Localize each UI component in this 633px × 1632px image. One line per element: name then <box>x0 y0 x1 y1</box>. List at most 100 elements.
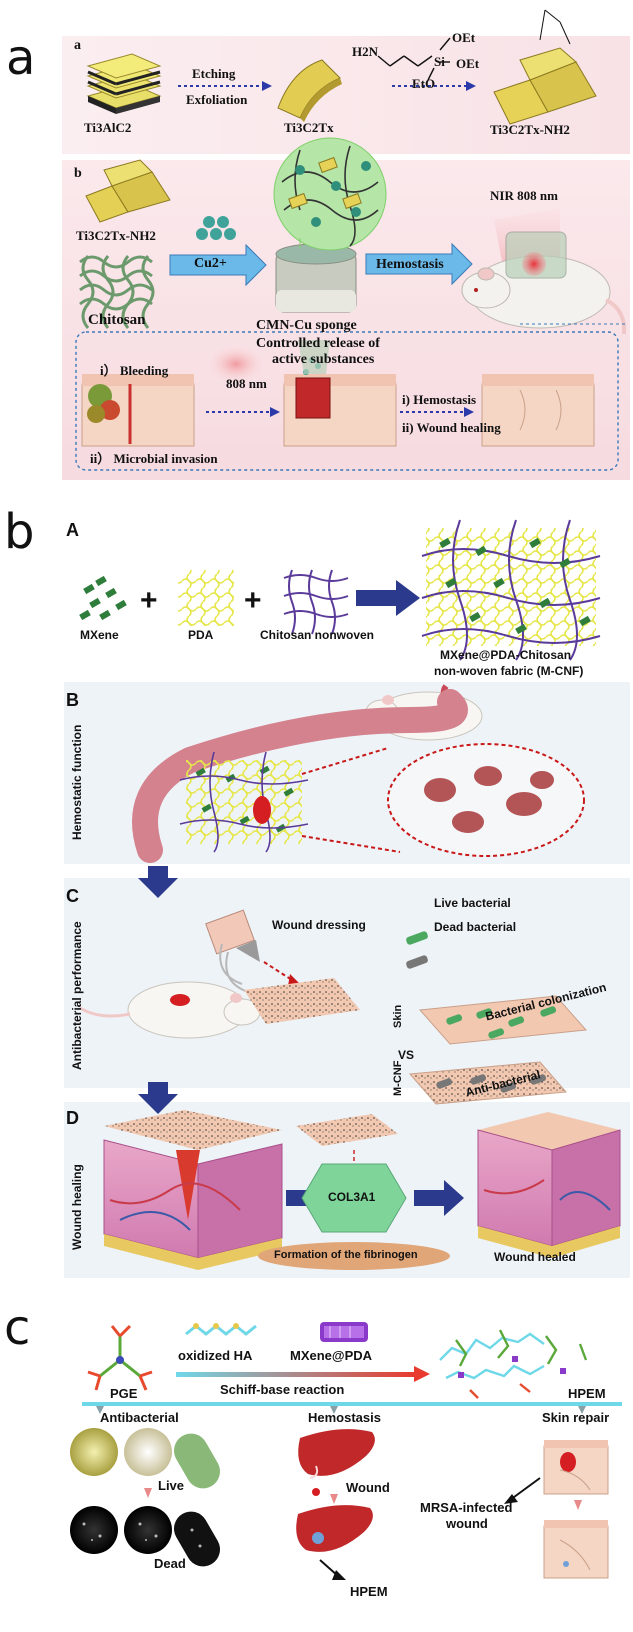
liver-hpem-icon <box>296 1505 373 1580</box>
oxidized-ha-icon <box>185 1323 257 1336</box>
panel-letter-b: b <box>4 504 35 560</box>
label-vs: VS <box>398 1048 415 1062</box>
skin-repair-bottom-icon <box>543 1520 609 1579</box>
dead-bacteria-on-mcnf <box>436 1074 547 1093</box>
label-oxidized-ha: oxidized HA <box>178 1348 253 1363</box>
cyan-timeline <box>82 1402 622 1406</box>
sublabel-B: B <box>66 690 79 710</box>
label-808nm: 808 nm <box>226 376 267 391</box>
label-mcnf-1: MXene@PDA-Chitosan <box>440 648 572 662</box>
label-etching: Etching <box>192 66 236 81</box>
dead-sphere-2 <box>124 1506 172 1554</box>
label-mxene-pda: MXene@PDA <box>290 1348 373 1363</box>
panel-b-graphics: + + <box>79 519 621 1270</box>
label-pda: PDA <box>188 628 214 642</box>
mouse-c-icon <box>79 981 261 1039</box>
panel-letter-a: a <box>6 30 36 86</box>
label-hemostasis-c: Hemostasis <box>308 1410 381 1425</box>
label-mxene: MXene <box>80 628 119 642</box>
skin-colonized-sheet <box>418 995 588 1045</box>
label-chitosan-nonwoven: Chitosan nonwoven <box>260 628 374 642</box>
label-chitosan: Chitosan <box>88 312 146 328</box>
skin-block-wounded <box>103 1110 283 1270</box>
ti3c2tx-sheet-icon <box>277 59 342 122</box>
label-antibacterial: Antibacterial <box>100 1410 179 1425</box>
live-sphere-yellow <box>70 1428 118 1476</box>
label-sponge: CMN-Cu sponge <box>256 318 357 333</box>
label-si: Si <box>434 54 445 69</box>
live-rod-green <box>174 1433 220 1489</box>
plus-icon-2: + <box>244 584 262 617</box>
zoom-cu-spheres <box>295 161 371 227</box>
dead-rod <box>174 1511 220 1567</box>
mxene-pda-block-icon <box>320 1322 368 1342</box>
mcnf-antibacterial-sheet <box>408 1061 568 1105</box>
label-fibrinogen: Formation of the fibrinogen <box>274 1249 418 1261</box>
label-mrsa-2: wound <box>446 1516 488 1531</box>
chitosan-nonwoven-icon <box>283 569 349 635</box>
label-ti3c2tx-nh2: Ti3C2Tx-NH2 <box>490 122 570 137</box>
label-skin-repair: Skin repair <box>542 1410 610 1425</box>
dressing-speckle-sheet <box>244 978 360 1024</box>
cu-ion-spheres <box>196 216 236 240</box>
label-mrsa-1: MRSA-infected <box>420 1500 513 1515</box>
label-wound: Wound <box>346 1480 390 1495</box>
label-hpem-2: HPEM <box>350 1584 388 1599</box>
panel-a-detail-box <box>75 331 619 471</box>
legend-dead-bacterial-icon <box>406 955 428 969</box>
label-ti3c2tx: Ti3C2Tx <box>284 120 334 135</box>
label-hemostasis: Hemostasis <box>376 257 444 272</box>
label-col3a1: COL3A1 <box>328 1190 376 1204</box>
label-mcnf-2: non-woven fabric (M-CNF) <box>434 664 584 678</box>
legend-live-bacterial-icon <box>406 931 428 945</box>
skin-block-left <box>81 374 195 447</box>
wound-dressing-roll-icon <box>205 909 260 993</box>
red-blood-cells <box>424 766 554 833</box>
skin-block-right <box>481 374 595 447</box>
panel-a-graphics <box>75 9 628 471</box>
label-ti3alc2: Ti3AlC2 <box>84 120 132 135</box>
pda-mesh-icon <box>178 570 234 626</box>
zoom-ellipse-rbc <box>387 743 585 857</box>
arrow-a <box>356 580 420 616</box>
label-dead: Dead <box>154 1556 186 1571</box>
label-controlled-1: Controlled release of <box>256 336 380 351</box>
label-controlled-2: active substances <box>272 352 375 367</box>
skin-block-healed <box>477 1112 621 1258</box>
label-cu2: Cu2+ <box>194 256 227 271</box>
zoom-network <box>281 145 379 247</box>
mcnf-fabric-icon <box>421 519 601 661</box>
label-dead-bacterial: Dead bacterial <box>434 920 517 934</box>
rat-icon <box>461 231 627 335</box>
label-ti3c2tx-nh2-b: Ti3C2Tx-NH2 <box>76 228 156 243</box>
plus-icon-1: + <box>140 584 158 617</box>
label-nir: NIR 808 nm <box>490 188 558 203</box>
hpem-mxene-dots <box>458 1356 566 1378</box>
col3a1-hexagon <box>301 1163 407 1233</box>
liver-wound-icon <box>298 1429 375 1496</box>
ti3alc2-stack-icon <box>86 53 162 114</box>
label-h2n: H2N <box>352 44 378 59</box>
sublabel-b: b <box>74 166 82 181</box>
label-wound-healed: Wound healed <box>494 1250 576 1264</box>
ti3c2tx-nh2-small-icon <box>85 159 171 223</box>
skin-repair-top-icon <box>543 1440 609 1495</box>
label-exfoliation: Exfoliation <box>186 92 248 107</box>
sublabel-A: A <box>66 520 79 540</box>
live-sphere-white <box>124 1428 172 1476</box>
dead-sphere-1 <box>70 1506 118 1554</box>
cmn-cu-sponge-icon <box>275 243 357 313</box>
live-bacteria-on-skin <box>446 1006 557 1039</box>
label-eto: EtO <box>412 76 436 91</box>
arrow-d2 <box>414 1180 464 1216</box>
label-live: Live <box>158 1478 185 1493</box>
label-pge: PGE <box>110 1386 138 1401</box>
skin-block-middle <box>283 340 397 447</box>
schiff-arrow <box>176 1372 414 1377</box>
box-c-bg <box>64 878 630 1088</box>
fibrinogen-ellipse <box>258 1242 450 1270</box>
label-hemostasis-i: i) Hemostasis <box>402 392 477 407</box>
label-wound-dressing: Wound dressing <box>272 918 366 932</box>
mcnf-patch-b <box>179 751 309 853</box>
